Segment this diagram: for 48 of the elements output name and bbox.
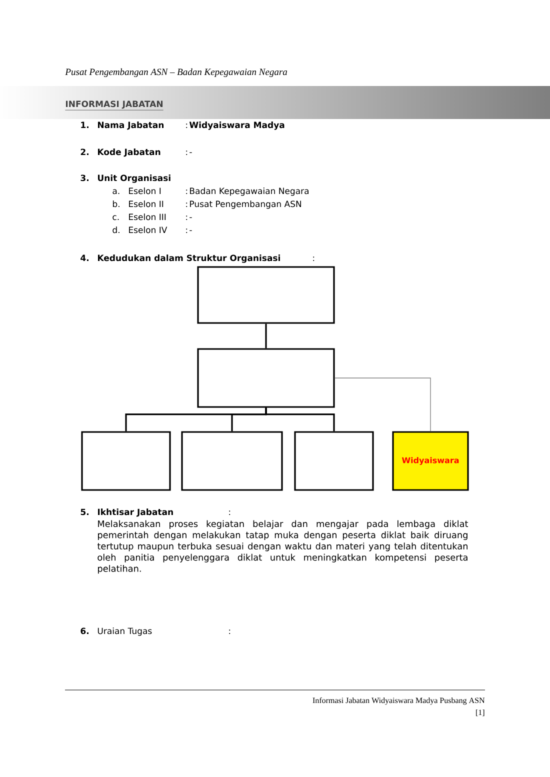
field-text: : bbox=[229, 630, 230, 634]
org-box bbox=[197, 266, 335, 324]
org-box bbox=[81, 431, 171, 491]
footer-text: [1] bbox=[476, 709, 484, 716]
field-text: : bbox=[186, 124, 188, 128]
running-header: Pusat Pengembangan ASN – Badan Kepegawaian Negara bbox=[65, 68, 288, 78]
field-text: : bbox=[186, 216, 188, 220]
connector-line bbox=[265, 408, 335, 432]
field-text: : bbox=[186, 190, 188, 194]
field-text: - bbox=[190, 230, 192, 232]
field-text: Eselon III bbox=[129, 214, 166, 220]
field-label: Unit Organisasi bbox=[98, 174, 170, 183]
paragraph: Melaksanakan proses kegiatan belajar dan mengajar pada lembaga diklat pemerintah dengan melakukan tatap muka dengan peserta diklat baik diruang tertutup maupun terbuka sesuai dengan waktu dan materi yang telah ditentukan oleh panitia penyelenggara diklat untuk meningkatkan kompetensi peserta pelatihan. bbox=[97, 520, 468, 574]
field-text: c. bbox=[112, 215, 119, 220]
field-text: : bbox=[186, 150, 188, 155]
connector-line bbox=[334, 378, 431, 432]
field-text: - bbox=[190, 152, 192, 154]
field-label: 1. bbox=[81, 122, 88, 128]
field-text: b. bbox=[112, 200, 120, 208]
field-label: 3. bbox=[80, 174, 88, 182]
field-text: Eselon IV bbox=[129, 226, 168, 234]
field-text: : bbox=[186, 202, 188, 207]
field-label: Nama Jabatan bbox=[98, 122, 164, 130]
field-text: Uraian Tugas bbox=[98, 628, 152, 636]
field-label: 6. bbox=[80, 628, 88, 634]
field-label: Kedudukan dalam Struktur Organisasi bbox=[98, 254, 280, 263]
field-label: 2. bbox=[80, 148, 88, 155]
field-label: Ikhtisar Jabatan bbox=[98, 508, 173, 517]
section-heading: INFORMASI JABATAN bbox=[65, 100, 164, 110]
field-text: Pusat Pengembangan ASN bbox=[190, 200, 301, 209]
field-text: d. bbox=[112, 226, 120, 234]
field-label: Widyaiswara Madya bbox=[189, 122, 284, 130]
field-text: Eselon I bbox=[129, 188, 161, 194]
field-label: Kode Jabatan bbox=[98, 148, 160, 157]
org-box bbox=[294, 431, 374, 491]
connector-line bbox=[265, 324, 267, 348]
field-text: a. bbox=[112, 189, 120, 194]
footer-text: Informasi Jabatan Widyaiswara Madya Pusbang ASN bbox=[312, 697, 485, 705]
field-text: Eselon II bbox=[129, 200, 164, 208]
field-text: Badan Kepegawaian Negara bbox=[190, 188, 308, 196]
org-box bbox=[181, 431, 283, 491]
highlighted-org-box: Widyaiswara bbox=[392, 431, 469, 491]
field-label: 4. bbox=[80, 254, 88, 261]
field-text: - bbox=[190, 217, 192, 218]
field-text: : bbox=[186, 228, 188, 233]
org-box bbox=[197, 348, 335, 408]
field-text: : bbox=[229, 510, 230, 515]
field-label: 5. bbox=[80, 508, 88, 516]
